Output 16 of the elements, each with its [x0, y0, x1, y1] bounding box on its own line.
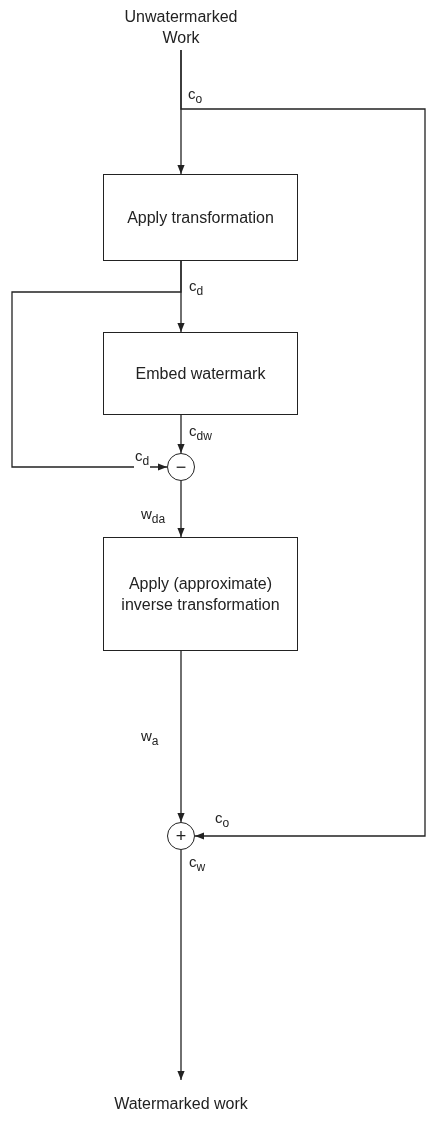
arrow [177, 849, 185, 1081]
arrow [11, 260, 182, 471]
process-box [103, 174, 298, 261]
io-label: Watermarked work [106, 1080, 256, 1126]
arrow [180, 49, 426, 840]
process-box [103, 537, 298, 651]
arrow [177, 650, 185, 823]
box-label: Embed watermark [135, 364, 266, 384]
operator-circle: + [167, 822, 195, 850]
arrow [177, 414, 185, 454]
io-label: Unwatermarked Work [106, 4, 256, 50]
arrow [177, 480, 185, 538]
box-label: Apply (approximate) inverse transformation [120, 574, 281, 615]
operator-circle: − [167, 453, 195, 481]
box-label: Apply transformation [127, 208, 274, 228]
process-box [103, 332, 298, 415]
